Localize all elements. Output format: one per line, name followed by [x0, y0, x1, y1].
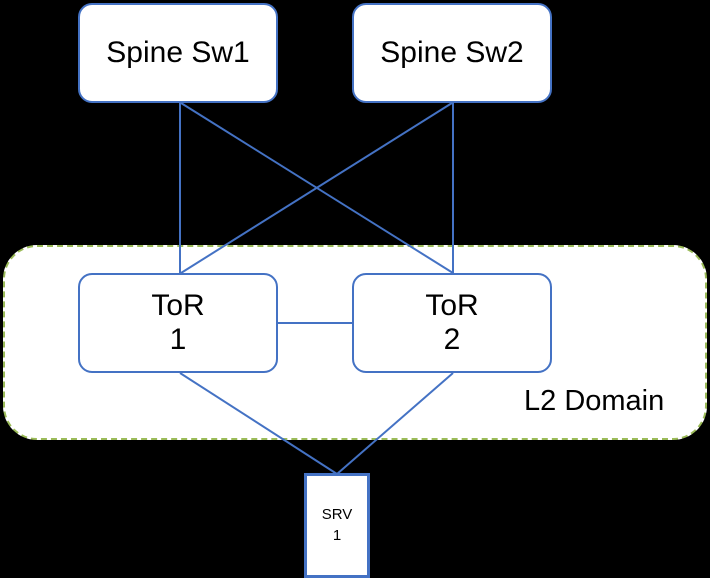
node-srv-1-label: SRV: [321, 506, 353, 524]
node-tor-2-index: 2: [443, 323, 461, 356]
node-tor-1-label: ToR: [151, 289, 205, 323]
node-tor-1-index: 1: [169, 323, 187, 356]
node-srv-1[interactable]: SRV 1: [304, 473, 370, 578]
node-spine-sw2[interactable]: Spine Sw2: [352, 3, 552, 103]
node-spine-sw1-label: Spine Sw1: [106, 36, 250, 70]
node-srv-1-index: 1: [332, 526, 342, 544]
node-spine-sw2-label: Spine Sw2: [380, 36, 524, 70]
node-tor-2-label: ToR: [425, 289, 479, 323]
l2-domain-label: L2 Domain: [524, 385, 665, 417]
node-spine-sw1[interactable]: Spine Sw1: [78, 3, 278, 103]
node-tor-1[interactable]: ToR 1: [78, 273, 278, 373]
node-tor-2[interactable]: ToR 2: [352, 273, 552, 373]
